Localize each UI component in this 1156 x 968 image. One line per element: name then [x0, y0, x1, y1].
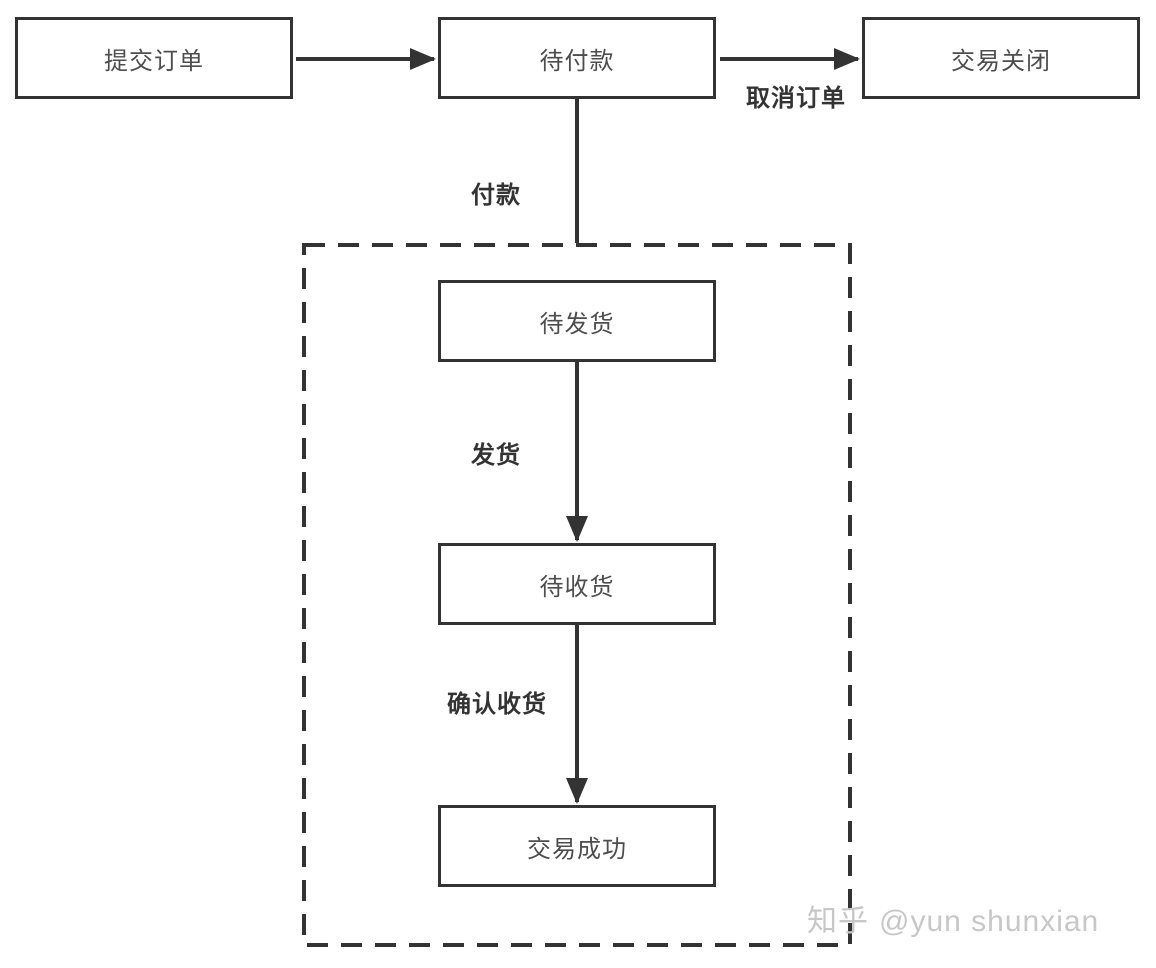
- edge-label-deliver: 发货: [471, 442, 521, 469]
- node-submit-order: 提交订单: [15, 17, 293, 99]
- node-pending-payment-label: 待付款: [539, 47, 615, 75]
- watermark-brand: 知乎: [807, 905, 869, 938]
- node-submit-order-label: 提交订单: [104, 47, 204, 75]
- node-transaction-closed: 交易关闭: [862, 17, 1140, 99]
- node-transaction-success: 交易成功: [438, 805, 716, 887]
- watermark: 知乎 @yun shunxian: [807, 896, 1099, 940]
- node-transaction-success-label: 交易成功: [527, 835, 627, 863]
- node-pending-payment: 待付款: [438, 17, 716, 99]
- edge-label-cancel-order: 取消订单: [746, 85, 846, 112]
- node-pending-shipment: 待发货: [438, 280, 716, 362]
- edge-label-confirm-receipt: 确认收货: [447, 691, 547, 718]
- watermark-handle: @yun shunxian: [879, 905, 1100, 938]
- edge-label-pay: 付款: [471, 182, 521, 209]
- node-transaction-closed-label: 交易关闭: [951, 47, 1051, 75]
- node-pending-receipt: 待收货: [438, 543, 716, 625]
- node-pending-receipt-label: 待收货: [539, 573, 615, 601]
- node-pending-shipment-label: 待发货: [539, 310, 615, 338]
